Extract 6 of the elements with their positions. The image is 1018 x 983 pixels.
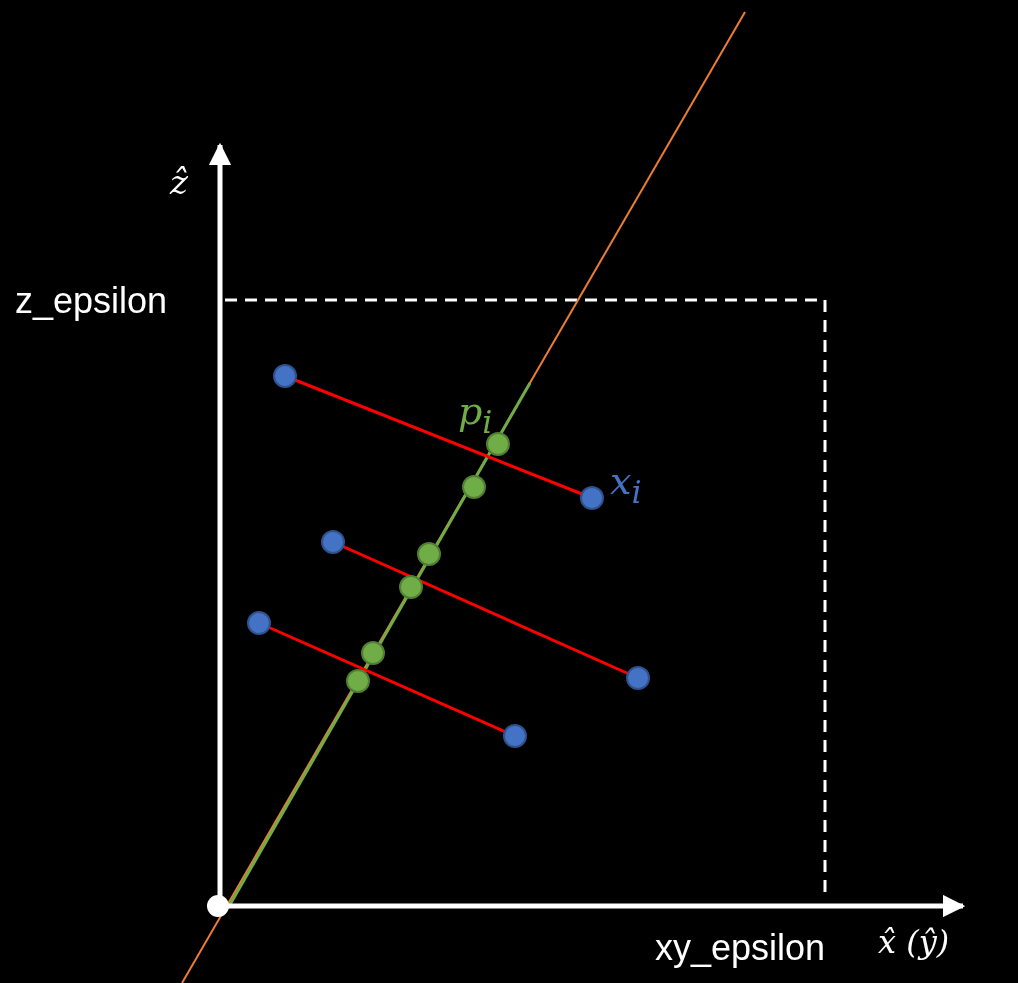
threshold-label: xy_epsilon: [655, 930, 826, 966]
axis-label: ẑ: [170, 165, 188, 199]
threshold-label: z_epsilon: [15, 283, 168, 319]
point-label: x$_{i}$: [610, 462, 642, 509]
point-label: p$_{i}$: [458, 392, 493, 439]
axis-label: x̂ (ŷ): [878, 926, 950, 958]
